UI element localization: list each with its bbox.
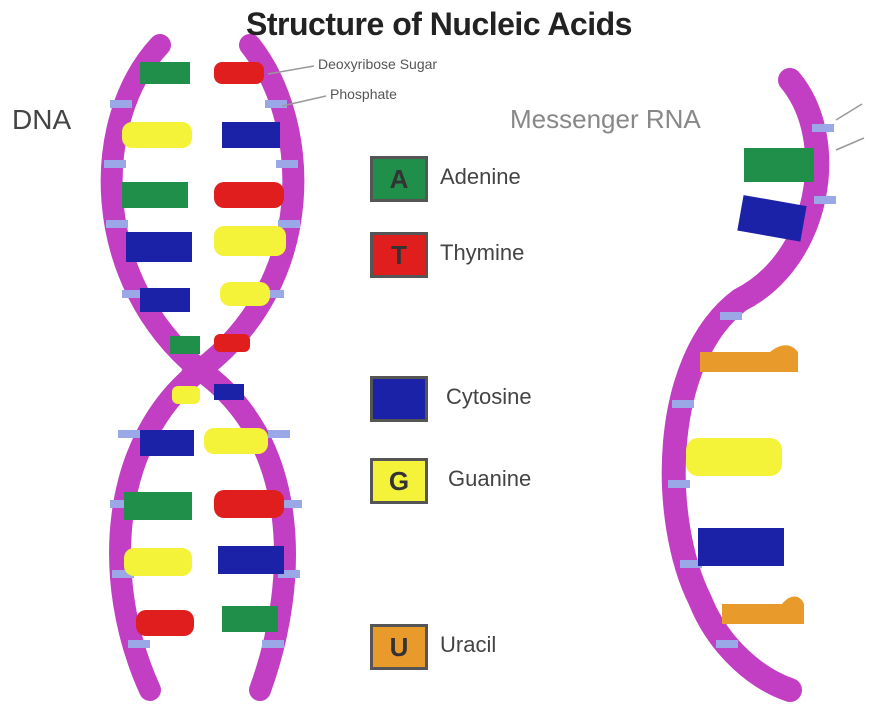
base-thymine (214, 182, 284, 208)
base-adenine (124, 492, 192, 520)
legend-name-uracil: Uracil (440, 632, 496, 658)
mrna-label: Messenger RNA (510, 104, 701, 135)
legend-name-adenine: Adenine (440, 164, 521, 190)
base-adenine (140, 62, 190, 84)
base-cytosine (140, 288, 190, 312)
base-adenine (222, 606, 278, 632)
legend-name-guanine: Guanine (448, 466, 531, 492)
base-uracil (700, 345, 798, 372)
legend-swatch-uracil: U (370, 624, 428, 670)
legend-swatch-thymine: T (370, 232, 428, 278)
phosphate-label: Phosphate (330, 86, 397, 102)
base-adenine (170, 336, 200, 354)
base-uracil (722, 597, 804, 625)
legend-swatch-cytosine (370, 376, 428, 422)
base-thymine (214, 62, 264, 84)
legend-name-cytosine: Cytosine (446, 384, 532, 410)
base-cytosine (737, 195, 806, 242)
base-adenine (744, 148, 814, 182)
legend-swatch-adenine: A (370, 156, 428, 202)
base-cytosine (126, 232, 192, 262)
legend-swatch-guanine: G (370, 458, 428, 504)
dna-label: DNA (12, 104, 71, 136)
base-guanine (214, 226, 286, 256)
base-guanine (172, 386, 200, 404)
base-thymine (136, 610, 194, 636)
dna-base-pairs (122, 62, 286, 636)
base-thymine (214, 490, 284, 518)
base-cytosine (214, 384, 244, 400)
legend-name-thymine: Thymine (440, 240, 524, 266)
base-cytosine (140, 430, 194, 456)
base-guanine (686, 438, 782, 476)
dna-helix (104, 45, 302, 690)
base-thymine (214, 334, 250, 352)
base-cytosine (222, 122, 280, 148)
base-cytosine (218, 546, 284, 574)
base-guanine (122, 122, 192, 148)
mrna-strand (668, 80, 864, 690)
sugar-label: Deoxyribose Sugar (318, 56, 437, 72)
base-adenine (122, 182, 188, 208)
base-guanine (124, 548, 192, 576)
base-cytosine (698, 528, 784, 566)
diagram-title: Structure of Nucleic Acids (0, 6, 878, 43)
base-guanine (220, 282, 270, 306)
base-guanine (204, 428, 268, 454)
